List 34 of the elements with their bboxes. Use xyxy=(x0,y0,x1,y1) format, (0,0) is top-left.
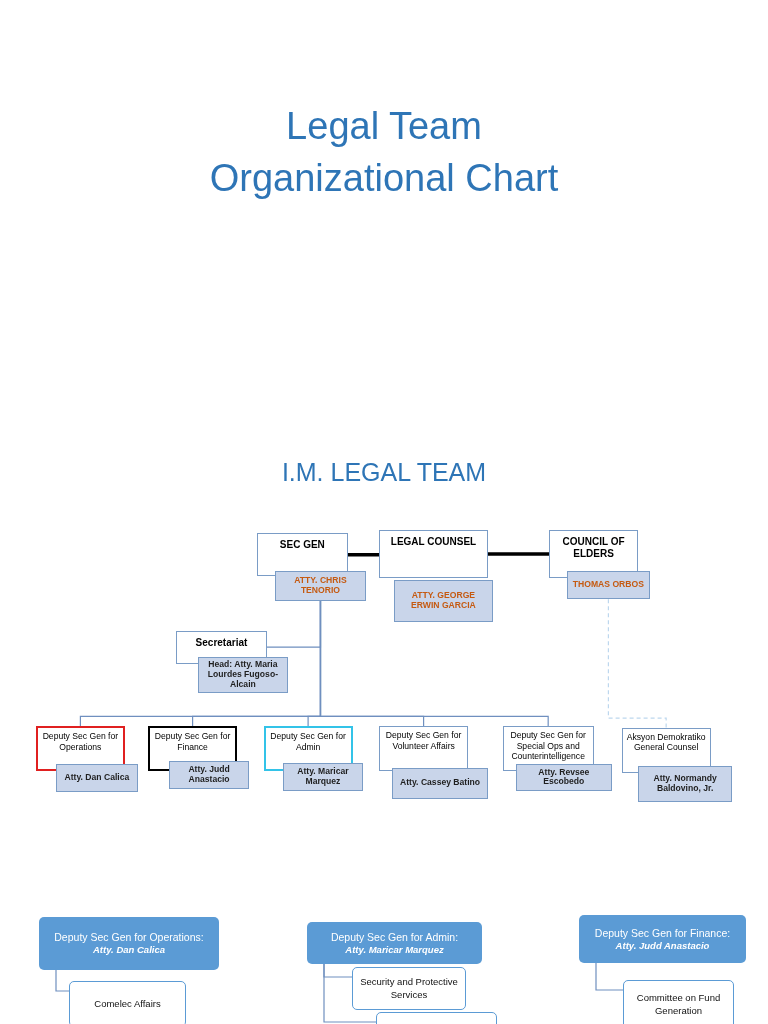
header-box xyxy=(579,915,746,963)
position-title: COUNCIL OF ELDERS xyxy=(549,530,639,578)
person-name: THOMAS ORBOS xyxy=(567,571,650,600)
position-title: Deputy Sec Gen for Volunteer Affairs xyxy=(379,726,469,771)
position-title: LEGAL COUNSEL xyxy=(379,530,488,578)
person-name: Atty. Judd Anastacio xyxy=(615,939,710,952)
person-name: Atty. Revsee Escobedo xyxy=(516,764,612,791)
connector-line xyxy=(595,962,624,991)
person-name: Atty. Dan Calica xyxy=(55,764,139,793)
person-name: Head: Atty. Maria Lourdes Fugoso-Alcain xyxy=(197,657,289,694)
person-name: Atty. Dan Calica xyxy=(93,944,165,956)
person-name: Atty. Maricar Marquez xyxy=(345,943,444,956)
connector-line xyxy=(319,600,549,727)
unit-box: Security and Protective Services xyxy=(352,967,466,1010)
header-box xyxy=(307,922,482,964)
dashed-connector xyxy=(607,598,667,729)
person-name: ATTY. GEORGE ERWIN GARCIA xyxy=(393,579,493,623)
section-heading: I.M. LEGAL TEAM xyxy=(280,457,488,488)
unit-box: Committee on Fund Generation xyxy=(623,980,734,1024)
position-title: Deputy Sec Gen for Operations: xyxy=(54,931,204,945)
connector-line xyxy=(347,553,380,557)
position-title: Deputy Sec Gen for Admin: xyxy=(330,930,459,944)
connector-line xyxy=(323,963,377,1023)
person-name: ATTY. CHRIS TENORIO xyxy=(275,571,366,601)
unit-box: Comelec Affairs xyxy=(69,981,186,1024)
person-name: Atty. Judd Anastacio xyxy=(169,761,249,790)
connector-line xyxy=(55,969,70,992)
position-title: Deputy Sec Gen for Finance: xyxy=(594,926,731,940)
person-name: Atty. Normandy Baldovino, Jr. xyxy=(638,765,733,803)
header-box xyxy=(39,917,219,970)
page-title: Legal Team Organizational Chart xyxy=(208,104,560,201)
connector-line xyxy=(487,552,549,556)
person-name: Atty. Cassey Batino xyxy=(392,767,488,799)
person-name: Atty. Maricar Marquez xyxy=(283,762,363,791)
